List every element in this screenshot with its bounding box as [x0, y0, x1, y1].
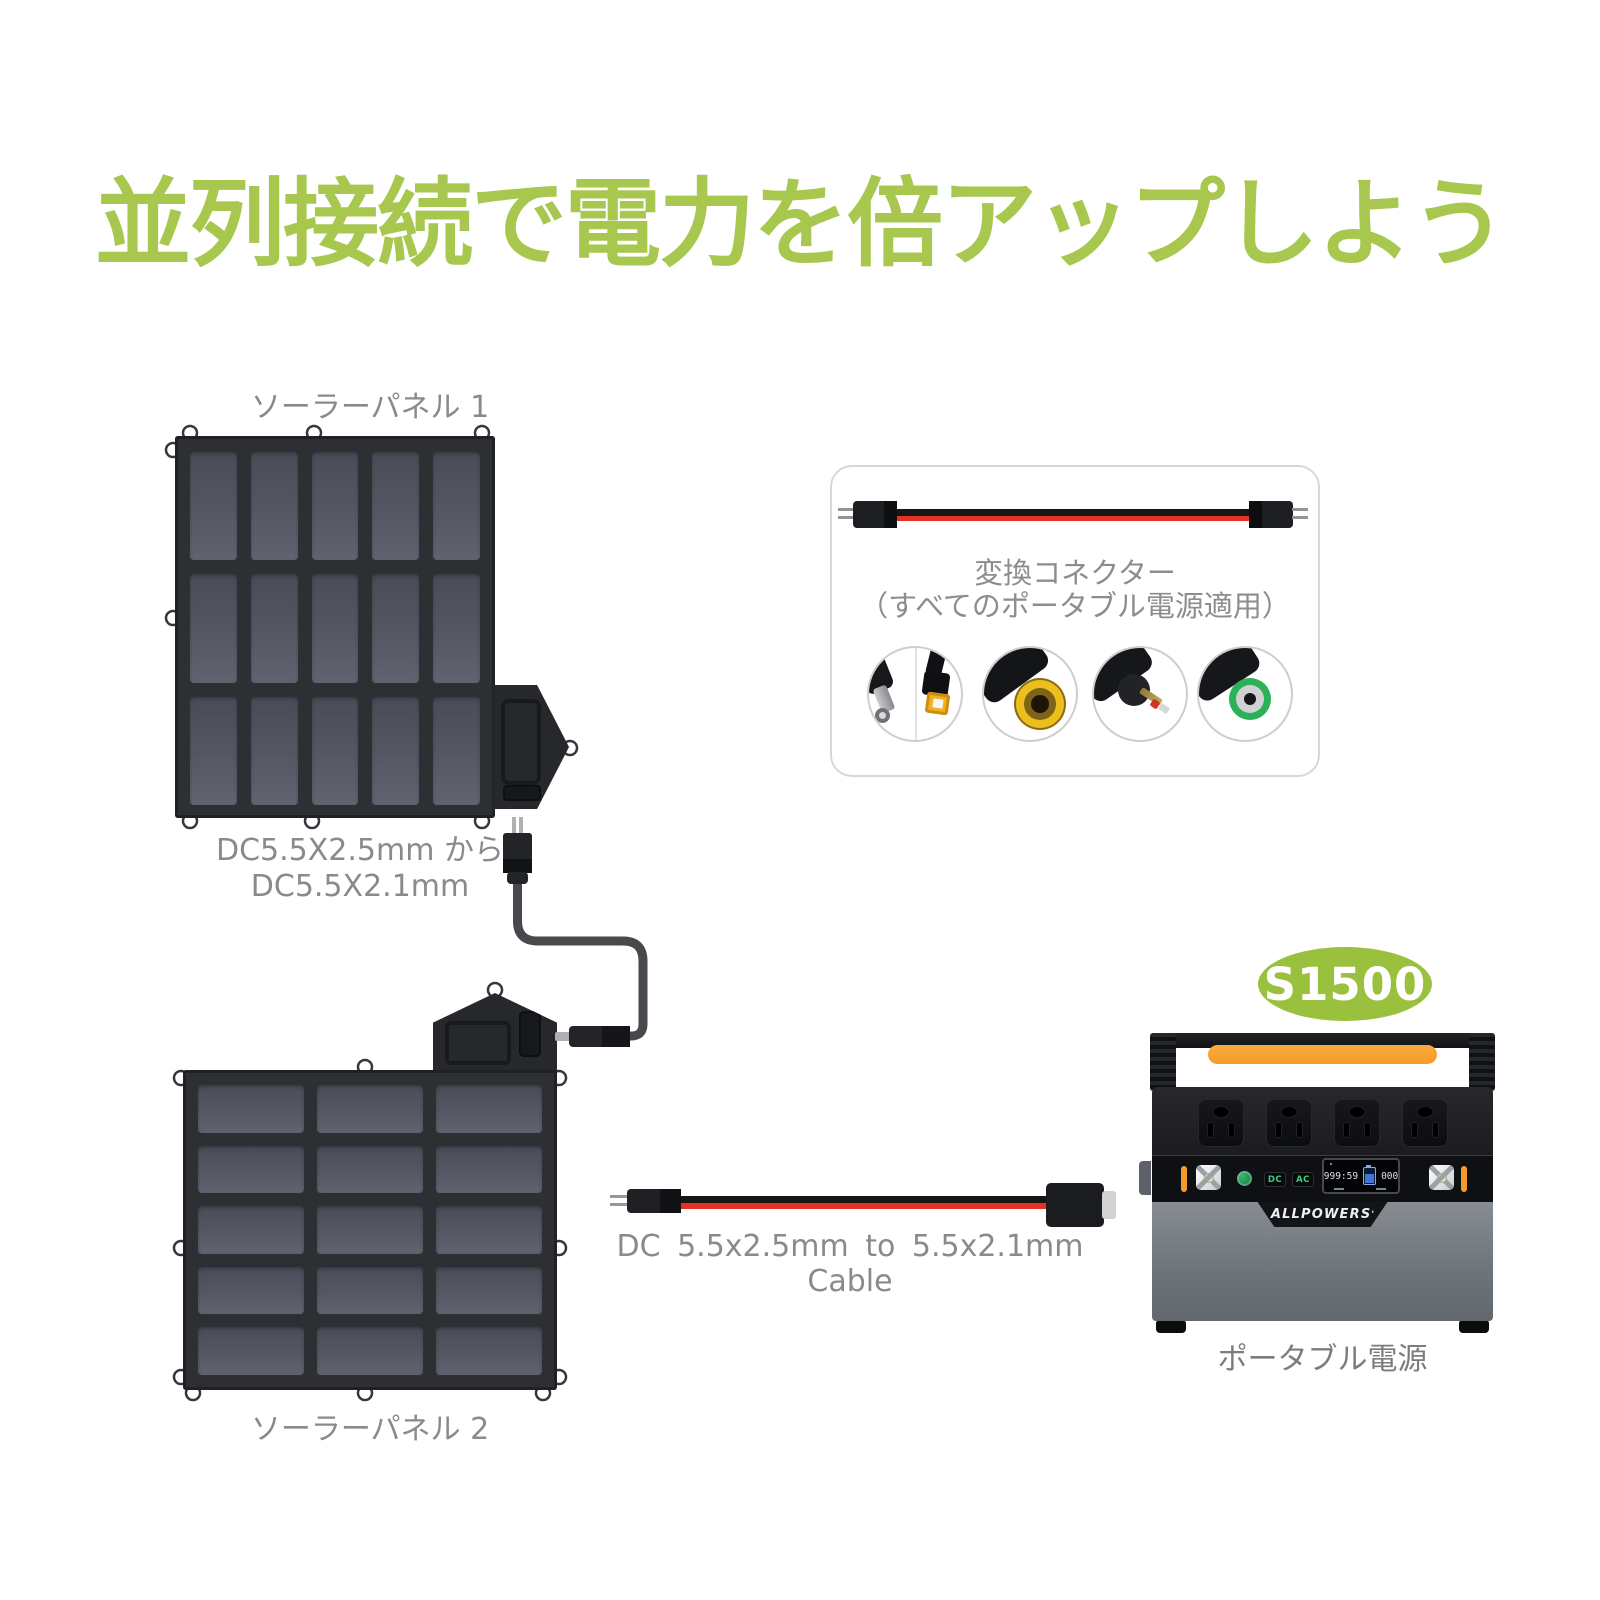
portable-power-station: DC AC 999:59 000 ALLPOWERS' — [1139, 1033, 1495, 1335]
ac-outlet[interactable] — [1401, 1099, 1448, 1147]
solar-cell — [310, 451, 360, 562]
solar-panel-1-label: ソーラーパネル 1 — [250, 390, 490, 425]
adapter-box-heading: 変換コネクター — [974, 556, 1176, 590]
solar-cell — [316, 1084, 424, 1134]
station-foot — [1459, 1321, 1489, 1333]
connector-photo-red-ring-pin — [1092, 646, 1188, 742]
ac-outlet[interactable] — [1197, 1099, 1244, 1147]
solar-cell — [435, 1084, 543, 1134]
handle-top-bar — [1160, 1033, 1485, 1048]
led-lens — [1204, 1173, 1214, 1183]
solar-cell — [371, 451, 421, 562]
flap-pocket — [501, 699, 541, 785]
solar-cell — [197, 1326, 305, 1376]
solar-cell — [435, 1205, 543, 1255]
control-panel: DC AC 999:59 000 — [1152, 1155, 1493, 1203]
orange-indicator-bar — [1181, 1166, 1187, 1192]
brand-tick: ' — [1371, 1209, 1375, 1220]
connector-photo-yellow-ring — [982, 646, 1078, 742]
outlet-ground-hole — [1213, 1107, 1228, 1117]
solar-cell — [249, 573, 299, 684]
solar-cell — [435, 1326, 543, 1376]
solar-cell — [316, 1205, 424, 1255]
connector-photo-green-ring — [1197, 646, 1293, 742]
ac-outlet-panel — [1152, 1087, 1493, 1155]
solar-cell — [197, 1205, 305, 1255]
led-light-button[interactable] — [1429, 1165, 1454, 1190]
outlet-slot — [1343, 1123, 1349, 1137]
model-badge: S1500 — [1258, 947, 1432, 1021]
solar-cell — [432, 573, 481, 684]
flap-connector-patch — [519, 1011, 541, 1057]
link-cable-label: DC5.5X2.5mm から DC5.5X2.1mm — [160, 833, 560, 905]
solar-cell — [249, 695, 299, 806]
page-title: 並列接続で電力を倍アップしよう — [95, 168, 1507, 280]
ac-button[interactable]: AC — [1292, 1172, 1314, 1187]
solar-cell — [432, 695, 481, 806]
solar-cell — [197, 1084, 305, 1134]
handle-left-post — [1150, 1033, 1176, 1091]
brand-logo: ALLPOWERS — [1270, 1207, 1372, 1222]
flap-connector-patch — [503, 785, 541, 801]
flap-pocket — [445, 1021, 511, 1065]
led-lens — [1437, 1173, 1447, 1183]
link-cable-label-line1: DC5.5X2.5mm から — [215, 833, 504, 868]
handle-opening — [1176, 1064, 1469, 1087]
ac-outlet[interactable] — [1333, 1099, 1380, 1147]
solar-cell — [249, 451, 299, 562]
station-foot — [1156, 1321, 1186, 1333]
outlet-slot — [1411, 1123, 1417, 1137]
solar-cell — [371, 573, 421, 684]
display-indicator-dot — [1330, 1163, 1332, 1165]
solar-cell — [435, 1144, 543, 1195]
dc-button[interactable]: DC — [1264, 1172, 1286, 1187]
solar-cell — [197, 1265, 305, 1316]
display-time: 999:59 — [1323, 1170, 1359, 1182]
outlet-slot — [1207, 1123, 1213, 1137]
ac-outlet[interactable] — [1265, 1099, 1312, 1147]
led-light-button[interactable] — [1196, 1165, 1221, 1190]
lcd-display: 999:59 000 — [1322, 1158, 1400, 1194]
solar-cell — [316, 1265, 424, 1316]
station-lower-body: ALLPOWERS' — [1152, 1202, 1493, 1333]
solar-cell — [432, 451, 481, 562]
solar-cell — [310, 573, 360, 684]
adapter-connector-box: 変換コネクター （すべてのポータブル電源適用） — [830, 465, 1320, 777]
power-station-label: ポータブル電源 — [1217, 1342, 1428, 1377]
solar-panel-2-label: ソーラーパネル 2 — [250, 1412, 490, 1447]
handle-right-post — [1469, 1033, 1495, 1091]
outlet-slot — [1296, 1123, 1302, 1137]
outlet-slot — [1364, 1123, 1370, 1137]
solar-cell — [316, 1326, 424, 1376]
handle-orange-light-bar — [1208, 1045, 1437, 1064]
solar-cell — [189, 451, 238, 562]
solar-cell — [189, 573, 238, 684]
link-cable-label-line2: DC5.5X2.1mm — [250, 869, 470, 904]
display-watts: 000 — [1381, 1170, 1399, 1182]
solar-panel-1 — [175, 436, 495, 818]
outlet-slot — [1275, 1123, 1281, 1137]
brand-plate: ALLPOWERS' — [1257, 1202, 1388, 1227]
display-dash — [1376, 1188, 1386, 1190]
outlet-ground-hole — [1349, 1107, 1364, 1117]
outlet-slot — [1432, 1123, 1438, 1137]
connector-photo-dc-and-square-tip — [867, 646, 963, 742]
power-button[interactable] — [1237, 1171, 1252, 1186]
solar-panel-2 — [183, 1070, 557, 1390]
outlet-ground-hole — [1417, 1107, 1432, 1117]
solar-cell — [316, 1144, 424, 1195]
orange-indicator-bar — [1461, 1166, 1467, 1192]
adapter-box-subheading: （すべてのポータブル電源適用） — [859, 589, 1291, 623]
solar-cell — [197, 1144, 305, 1195]
bottom-cable-label: DC 5.5x2.5mm to 5.5x2.1mm Cable — [616, 1229, 1084, 1299]
solar-cell — [435, 1265, 543, 1316]
solar-cell — [310, 695, 360, 806]
solar-cell — [189, 695, 238, 806]
outlet-slot — [1228, 1123, 1234, 1137]
display-dash — [1334, 1188, 1344, 1190]
battery-icon — [1363, 1165, 1377, 1185]
side-port-bump — [1139, 1161, 1151, 1195]
solar-cell — [371, 695, 421, 806]
outlet-ground-hole — [1281, 1107, 1296, 1117]
